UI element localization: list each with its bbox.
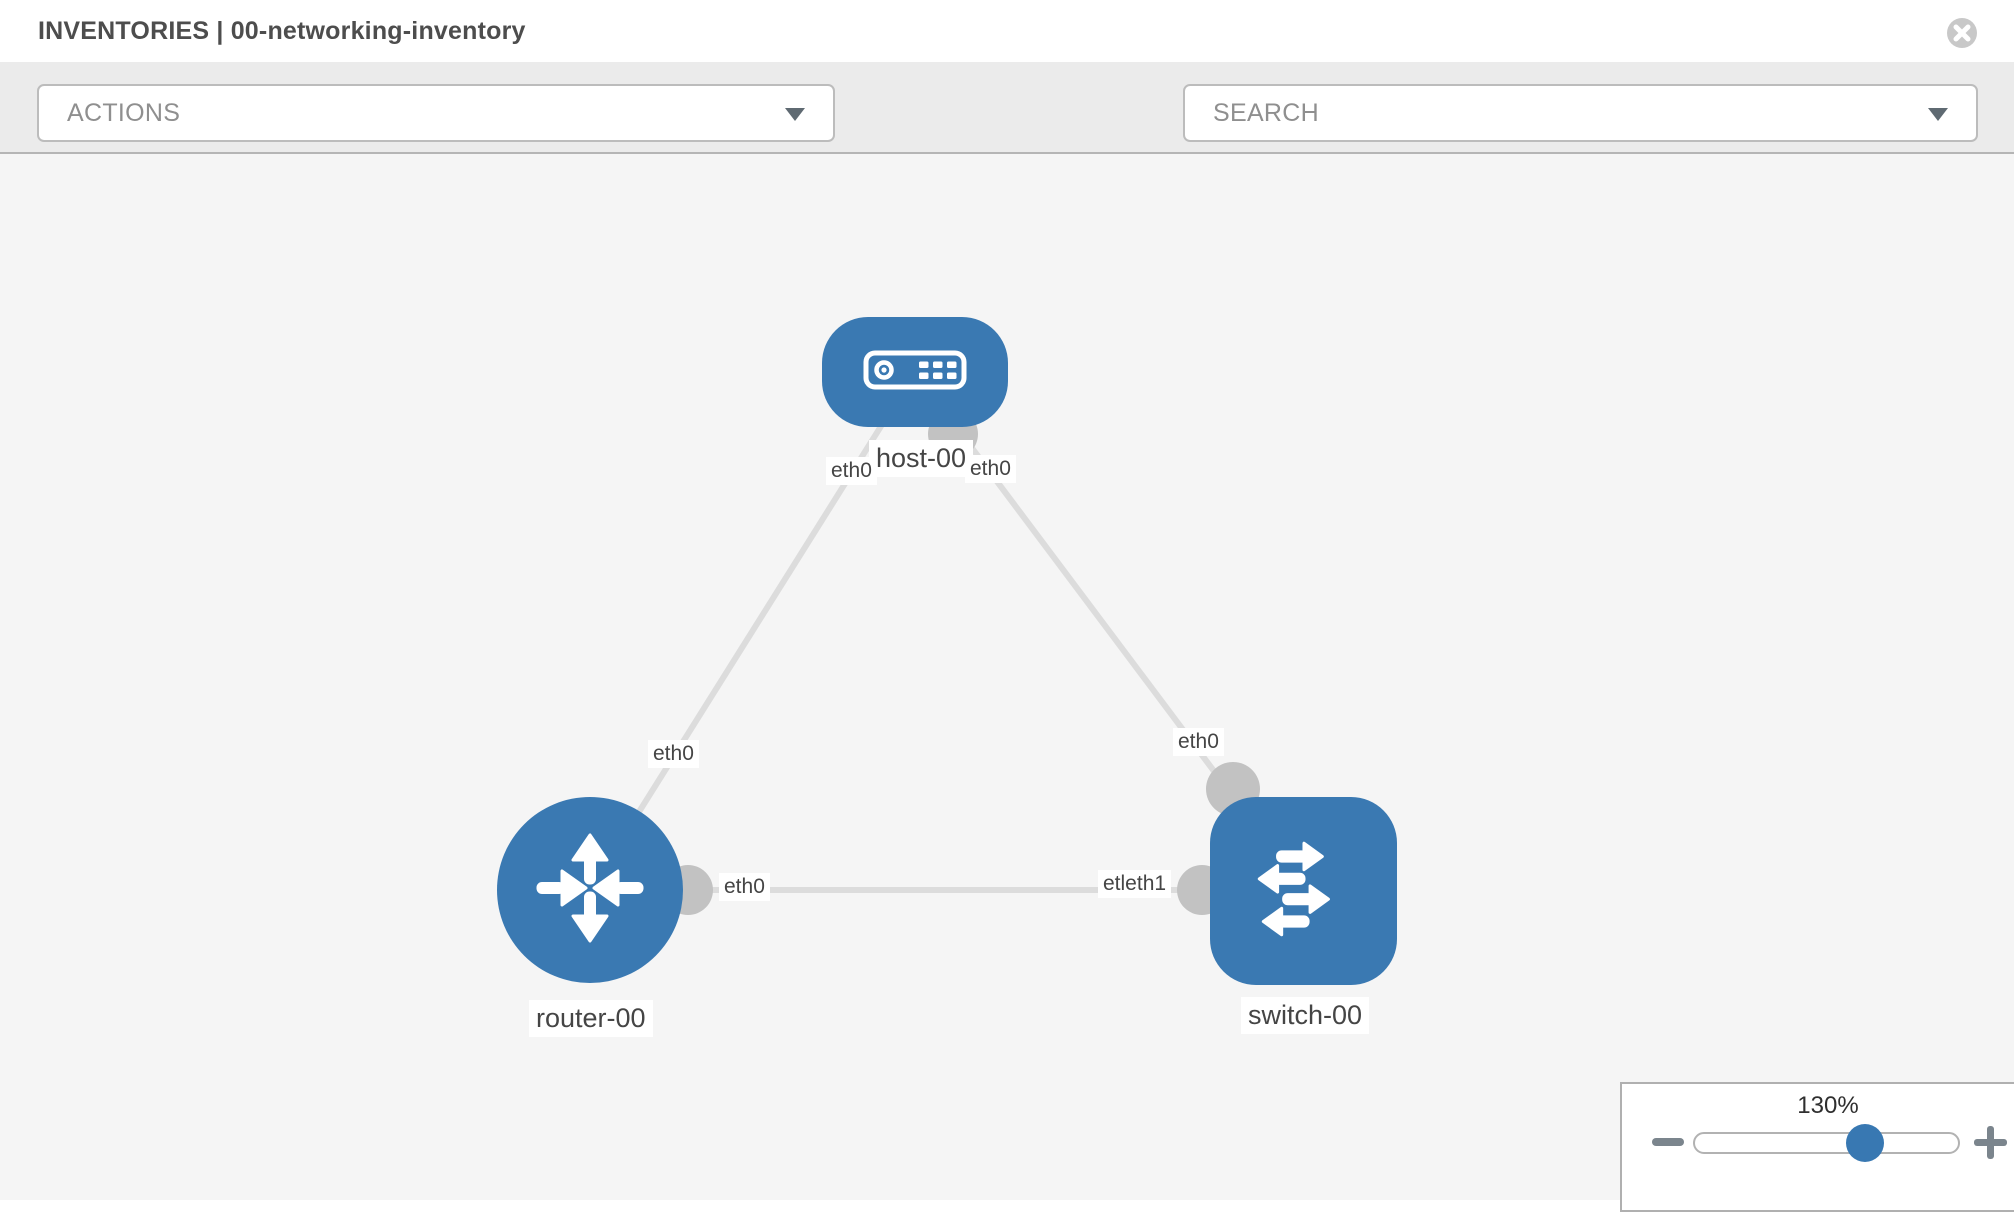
- interface-label-host-to-switch: eth0: [965, 455, 1016, 483]
- page-title: INVENTORIES | 00-networking-inventory: [38, 17, 526, 45]
- host-icon: [863, 350, 967, 395]
- search-input[interactable]: SEARCH: [1183, 84, 1978, 142]
- close-button[interactable]: [1946, 17, 1978, 49]
- topology-canvas[interactable]: host-00 router-00 switch-00 eth0 eth0 et…: [0, 154, 2014, 1200]
- zoom-slider-track[interactable]: [1693, 1132, 1960, 1154]
- node-label-router: router-00: [529, 1000, 653, 1037]
- interface-label-switch-to-router: etleth1: [1098, 870, 1172, 898]
- node-router-00[interactable]: [497, 797, 683, 983]
- interface-label-host-to-router: eth0: [826, 457, 877, 485]
- switch-icon: [1241, 826, 1367, 957]
- zoom-in-button[interactable]: [1974, 1126, 2007, 1159]
- plus-icon: [1974, 1139, 2007, 1146]
- actions-dropdown[interactable]: ACTIONS: [37, 84, 835, 142]
- toolbar: ACTIONS SEARCH: [0, 62, 2014, 192]
- close-icon: [1946, 18, 1978, 52]
- node-label-host: host-00: [869, 440, 974, 477]
- router-icon: [528, 826, 652, 955]
- zoom-slider-handle[interactable]: [1846, 1124, 1884, 1162]
- zoom-panel: 130%: [1620, 1082, 2014, 1212]
- actions-dropdown-label: ACTIONS: [67, 99, 181, 127]
- node-switch-00[interactable]: [1210, 797, 1397, 985]
- chevron-down-icon: [785, 108, 805, 121]
- interface-label-router-to-switch: eth0: [719, 873, 770, 901]
- node-host-00[interactable]: [822, 317, 1008, 427]
- interface-label-switch-to-host: eth0: [1173, 728, 1224, 756]
- node-label-switch: switch-00: [1241, 997, 1370, 1034]
- header: INVENTORIES | 00-networking-inventory: [0, 0, 2014, 62]
- zoom-out-button[interactable]: [1652, 1138, 1684, 1146]
- search-placeholder: SEARCH: [1213, 99, 1319, 127]
- links-layer: [587, 370, 1306, 915]
- zoom-level: 130%: [1797, 1092, 1859, 1119]
- chevron-down-icon: [1928, 108, 1948, 121]
- interface-label-router-to-host: eth0: [648, 740, 699, 768]
